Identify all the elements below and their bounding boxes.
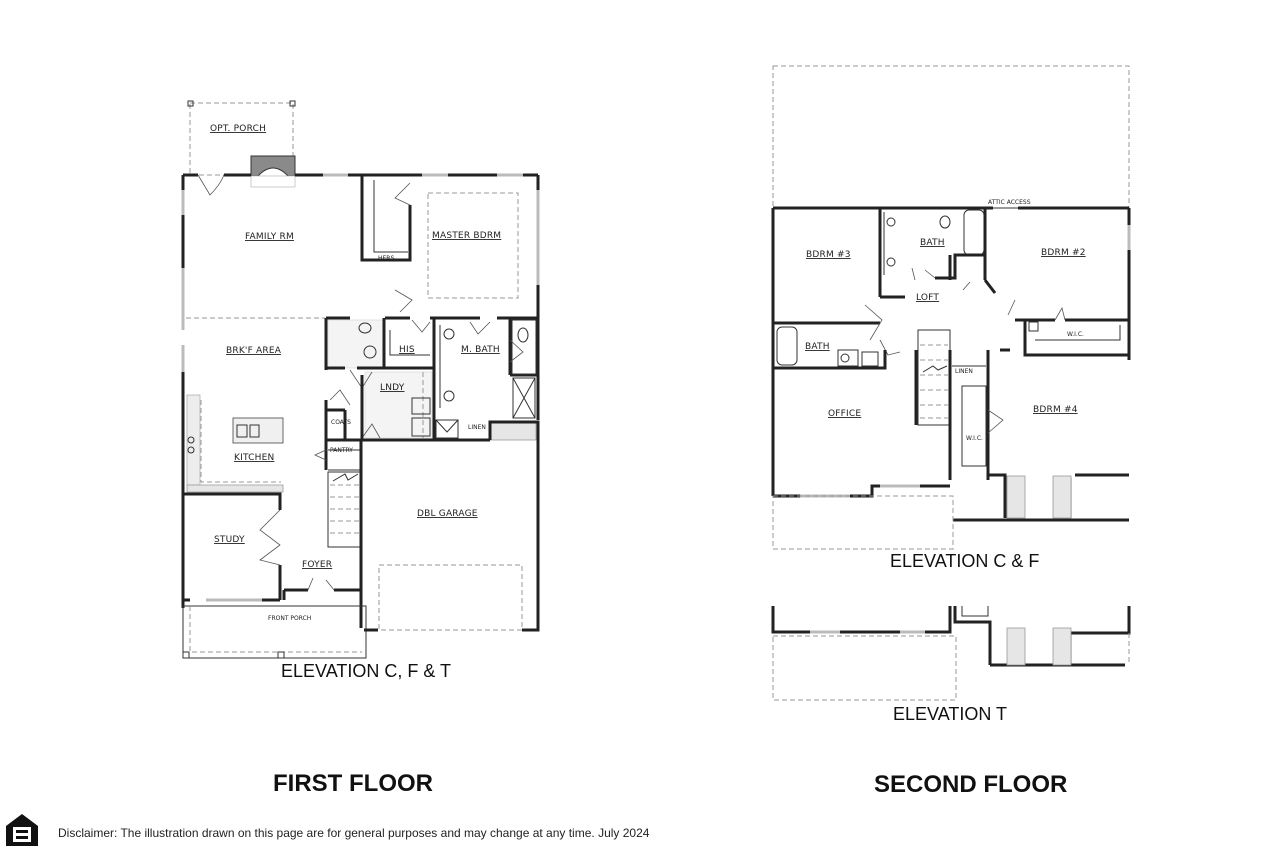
- label-his: HIS: [399, 345, 415, 355]
- label-coats: COATS: [331, 419, 351, 426]
- label-bath-upper: BATH: [920, 238, 945, 248]
- label-bdrm4: BDRM #4: [1033, 405, 1078, 415]
- second-floor-plan: [771, 65, 1131, 701]
- label-loft: LOFT: [916, 293, 939, 303]
- roof-outline: [772, 65, 1130, 209]
- label-wic-bdrm2: W.I.C.: [1067, 331, 1084, 338]
- label-kitchen: KITCHEN: [234, 453, 274, 463]
- elevation-t-partial: [771, 606, 1131, 701]
- label-family-rm: FAMILY RM: [245, 232, 294, 242]
- kitchen-island: [232, 417, 284, 444]
- label-brkf-area: BRK'F AREA: [226, 346, 282, 356]
- second-floor-stairs: [917, 329, 951, 426]
- label-opt-porch: OPT. PORCH: [210, 124, 266, 134]
- first-floor-plan: [181, 100, 540, 659]
- porch-outline-second: [772, 495, 954, 550]
- label-dbl-garage: DBL GARAGE: [417, 509, 478, 519]
- equal-housing-opportunity-icon: [6, 814, 38, 846]
- label-master-bdrm: MASTER BDRM: [432, 231, 501, 241]
- elevation-cf-label: ELEVATION C & F: [890, 551, 1040, 571]
- label-hers: HERS: [378, 255, 394, 262]
- garage-hatch: [489, 421, 537, 441]
- elevation-cft-label: ELEVATION C, F & T: [281, 661, 452, 681]
- label-bdrm3: BDRM #3: [806, 250, 851, 260]
- second-floor-title: SECOND FLOOR: [874, 771, 1068, 798]
- label-study: STUDY: [214, 535, 245, 545]
- elevation-t-label: ELEVATION T: [893, 704, 1008, 724]
- label-linen-first: LINEN: [468, 424, 486, 431]
- label-bath-lower: BATH: [805, 342, 830, 352]
- first-floor-title: FIRST FLOOR: [273, 770, 433, 797]
- disclaimer-text: Disclaimer: The illustration drawn on th…: [58, 826, 650, 840]
- front-porch-outline: [182, 605, 367, 659]
- label-bdrm2: BDRM #2: [1041, 248, 1086, 258]
- label-attic-access: ATTIC ACCESS: [988, 199, 1031, 206]
- label-foyer: FOYER: [302, 560, 332, 570]
- first-floor-stairs: [327, 471, 362, 548]
- label-linen-second: LINEN: [955, 368, 973, 375]
- label-lndy: LNDY: [380, 383, 405, 393]
- label-pantry: PANTRY: [330, 447, 353, 454]
- label-m-bath: M. BATH: [461, 345, 500, 355]
- label-wic-bdrm4: W.I.C.: [966, 435, 983, 442]
- label-front-porch: FRONT PORCH: [268, 615, 311, 622]
- label-office: OFFICE: [828, 409, 861, 419]
